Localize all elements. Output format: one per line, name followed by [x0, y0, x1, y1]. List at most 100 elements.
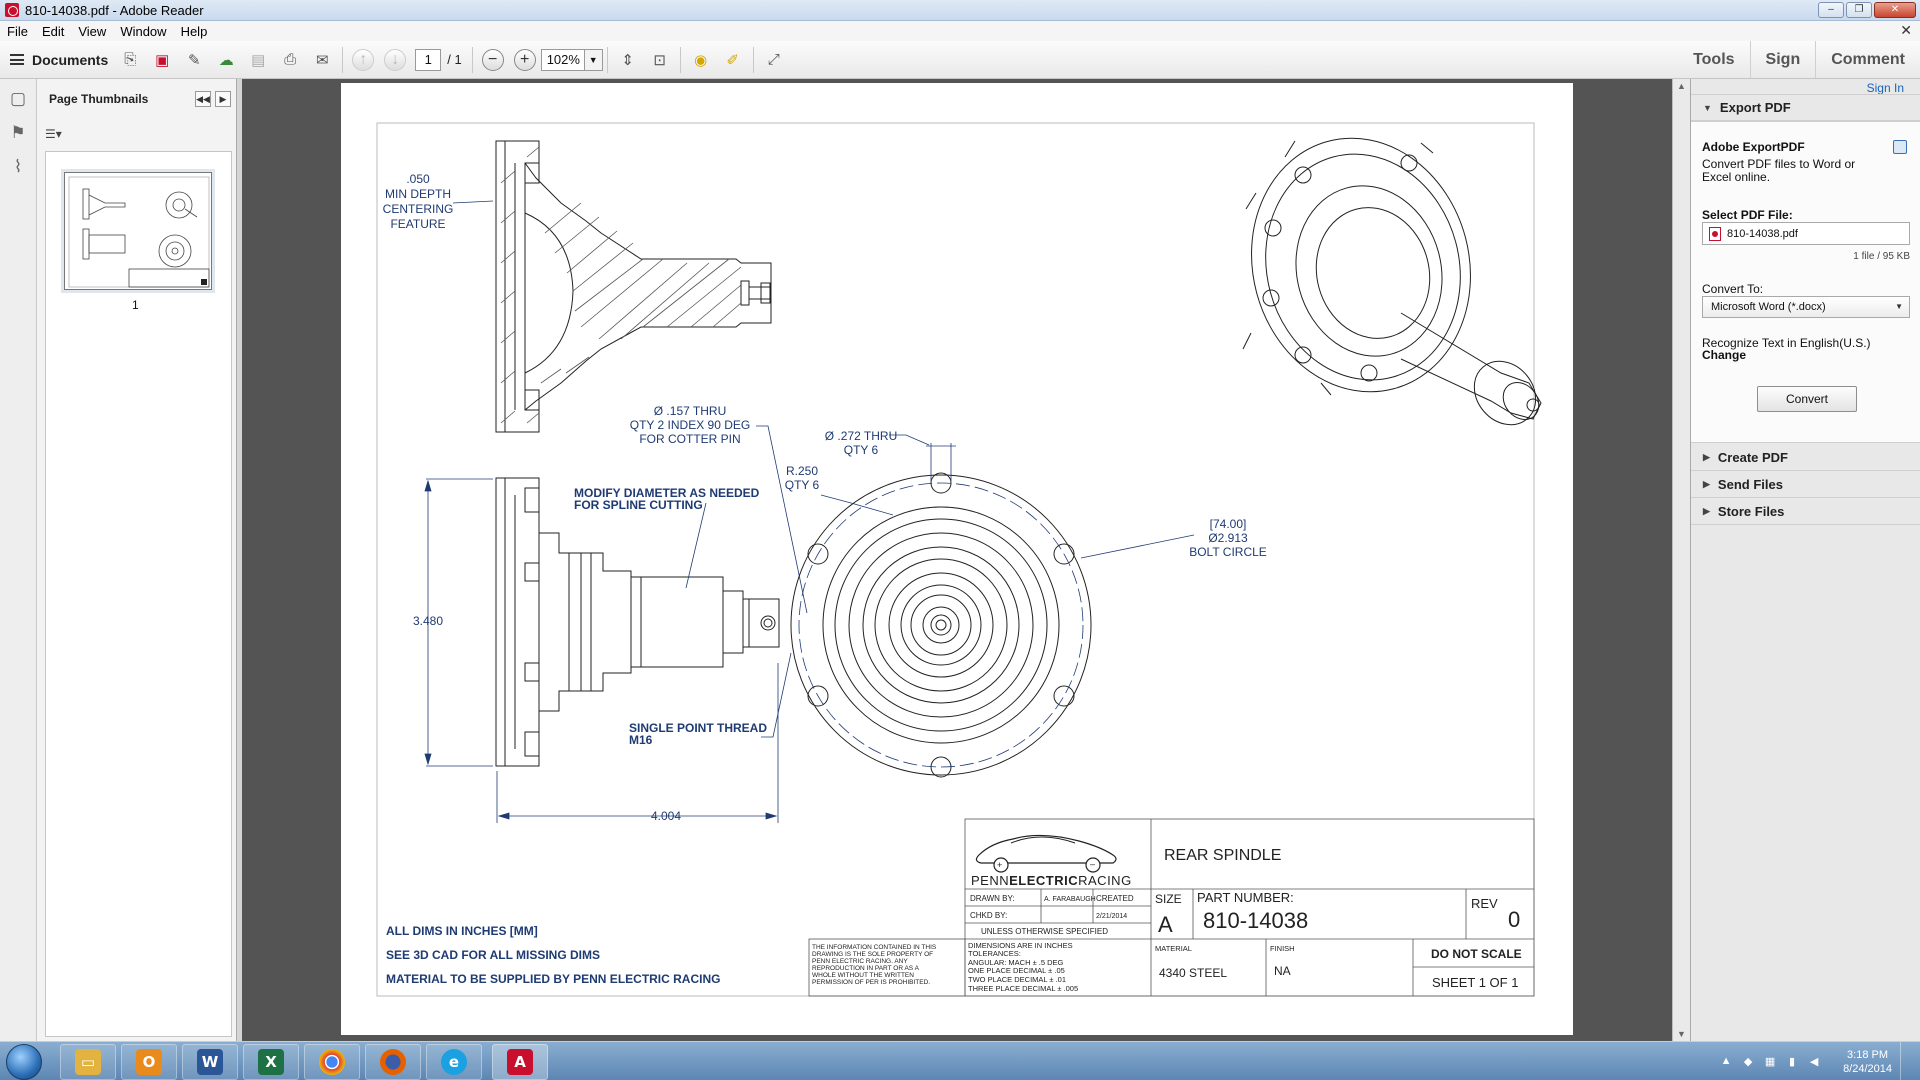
zoom-out-button[interactable]: −: [481, 48, 504, 71]
attachments-icon[interactable]: ⌇: [13, 157, 23, 176]
dropbox-icon[interactable]: ◆: [1743, 1055, 1753, 1068]
documents-button[interactable]: Documents: [4, 45, 114, 75]
recognize-text-label: Recognize Text in English(U.S.): [1702, 336, 1871, 350]
navigation-strip: ▢ ⚑ ⌇: [0, 79, 37, 1041]
clock[interactable]: 3:18 PM 8/24/2014: [1843, 1048, 1892, 1076]
start-button[interactable]: [6, 1044, 42, 1080]
part-name: REAR SPINDLE: [1164, 847, 1281, 864]
svg-text:PERMISSION OF PER IS PROHIBITE: PERMISSION OF PER IS PROHIBITED.: [812, 979, 930, 986]
tools-link[interactable]: Tools: [1693, 51, 1735, 68]
part-number-label: PART NUMBER:: [1197, 890, 1294, 905]
signal-icon[interactable]: ▮: [1789, 1055, 1796, 1068]
svg-text:QTY 2 INDEX 90 DEG: QTY 2 INDEX 90 DEG: [630, 418, 751, 432]
toolbar-separator: [606, 46, 608, 73]
svg-text:THE INFORMATION CONTAINED IN T: THE INFORMATION CONTAINED IN THIS: [812, 944, 937, 951]
zoom-input[interactable]: 102%: [540, 48, 585, 71]
svg-text:SINGLE POINT THREAD: SINGLE POINT THREAD: [629, 721, 767, 735]
company-name: PENNELECTRICRACING: [971, 873, 1132, 888]
create-pdf-header[interactable]: ▶ Create PDF: [1691, 444, 1920, 471]
svg-text:CREATED: CREATED: [1096, 894, 1134, 903]
taskbar-excel[interactable]: X: [243, 1044, 299, 1080]
note-thread: SINGLE POINT THREAD M16: [629, 721, 767, 747]
pdf-file-icon: [1709, 226, 1721, 241]
vertical-scrollbar[interactable]: ▲ ▼: [1672, 79, 1690, 1041]
menu-view[interactable]: View: [78, 23, 107, 39]
email-icon[interactable]: ✉: [315, 51, 329, 69]
zoom-in-button[interactable]: +: [513, 48, 536, 71]
create-pdf-label: Create PDF: [1717, 449, 1788, 465]
collapse-left-icon[interactable]: ◀◀: [195, 91, 211, 107]
taskbar-word[interactable]: W: [182, 1044, 238, 1080]
menu-file[interactable]: File: [7, 23, 28, 39]
menu-help[interactable]: Help: [180, 23, 208, 39]
toolbar-separator: [752, 46, 754, 73]
page-thumbnails-icon[interactable]: ▢: [9, 89, 27, 108]
next-page-button[interactable]: ↓: [384, 48, 407, 71]
chevron-down-icon: ▼: [1895, 302, 1903, 311]
scroll-up-icon[interactable]: ▲: [1677, 81, 1686, 91]
size-label: SIZE: [1155, 892, 1182, 906]
svg-text:[74.00]: [74.00]: [1210, 517, 1247, 531]
taskbar-explorer[interactable]: ▭: [60, 1044, 116, 1080]
taskbar-outlook[interactable]: O: [121, 1044, 177, 1080]
sign-link[interactable]: Sign: [1749, 41, 1816, 78]
tools-pane: Sign In ▼ Export PDF Adobe ExportPDF Con…: [1690, 79, 1920, 1041]
menu-edit[interactable]: Edit: [41, 23, 65, 39]
show-hidden-icons-icon[interactable]: ▲: [1720, 1054, 1732, 1067]
comment-icon[interactable]: ◉: [694, 51, 708, 69]
thumbnail-options-icon[interactable]: ☰▾: [45, 127, 62, 141]
send-files-header[interactable]: ▶ Send Files: [1691, 471, 1920, 498]
dim-length: 4.004: [651, 809, 681, 823]
menu-window[interactable]: Window: [120, 23, 167, 39]
highlight-icon[interactable]: ✐: [726, 51, 739, 69]
finish-label: FINISH: [1270, 944, 1295, 953]
export-pdf-label: Export PDF: [1719, 100, 1791, 115]
taskbar-internet-explorer[interactable]: e: [426, 1044, 482, 1080]
close-document-button[interactable]: ✕: [1900, 22, 1912, 38]
scroll-down-icon[interactable]: ▼: [1677, 1029, 1686, 1039]
zoom-dropdown-button[interactable]: ▼: [584, 48, 603, 71]
store-files-header[interactable]: ▶ Store Files: [1691, 498, 1920, 525]
selected-file-field[interactable]: 810-14038.pdf: [1702, 222, 1910, 245]
bookmarks-icon[interactable]: ⚑: [10, 123, 26, 142]
taskbar-chrome[interactable]: [304, 1044, 360, 1080]
full-screen-icon[interactable]: ⤢: [767, 51, 780, 68]
fit-page-icon[interactable]: ⇕: [621, 51, 634, 69]
expand-right-icon[interactable]: ▶: [215, 91, 231, 107]
save-icon[interactable]: ▤: [251, 51, 266, 69]
fit-width-icon[interactable]: ⊡: [653, 51, 666, 69]
maximize-button[interactable]: ❐: [1846, 2, 1872, 18]
pane-splitter[interactable]: [237, 79, 242, 1041]
file-count: 1 file / 95 KB: [1853, 251, 1910, 262]
previous-page-button[interactable]: ↑: [352, 48, 375, 71]
service-title: Adobe ExportPDF: [1702, 140, 1805, 154]
svg-text:+: +: [997, 860, 1002, 870]
show-desktop-button[interactable]: [1900, 1042, 1912, 1080]
taskbar-firefox[interactable]: [365, 1044, 421, 1080]
volume-icon[interactable]: ◀: [1809, 1055, 1819, 1068]
svg-text:A. FARABAUGH: A. FARABAUGH: [1044, 896, 1096, 903]
sign-in-link[interactable]: Sign In: [1866, 81, 1904, 95]
convert-to-select[interactable]: Microsoft Word (*.docx) ▼: [1702, 296, 1910, 318]
bolt-circle-centerline: [798, 482, 1084, 768]
info-icon[interactable]: [1893, 140, 1907, 154]
convert-button[interactable]: Convert: [1757, 386, 1857, 412]
network-icon[interactable]: ▦: [1764, 1055, 1776, 1068]
close-button[interactable]: ✕: [1874, 2, 1916, 18]
side-elevation-view: [495, 477, 780, 767]
export-pdf-header[interactable]: ▼ Export PDF: [1691, 94, 1920, 121]
taskbar: ▭ O W X e A ▲ ◆ ▦ ▮ ◀ 3:18 PM 8/24/2014: [0, 1041, 1920, 1080]
taskbar-adobe-reader[interactable]: A: [492, 1044, 548, 1080]
minimize-button[interactable]: –: [1818, 2, 1844, 18]
page-number-input[interactable]: 1: [415, 48, 442, 71]
edit-pdf-icon[interactable]: ✎: [187, 51, 201, 69]
combine-pdf-icon[interactable]: ▣: [155, 51, 170, 69]
note-bolt-hole: Ø .272 THRU QTY 6: [825, 429, 897, 457]
page-thumbnail[interactable]: [64, 172, 212, 290]
upload-cloud-icon[interactable]: ☁: [218, 51, 234, 69]
comment-link[interactable]: Comment: [1815, 41, 1920, 78]
create-pdf-icon[interactable]: ⎘: [124, 51, 137, 68]
print-icon[interactable]: ⎙: [284, 51, 297, 68]
svg-text:2/21/2014: 2/21/2014: [1096, 913, 1127, 920]
change-language-link[interactable]: Change: [1702, 348, 1747, 362]
